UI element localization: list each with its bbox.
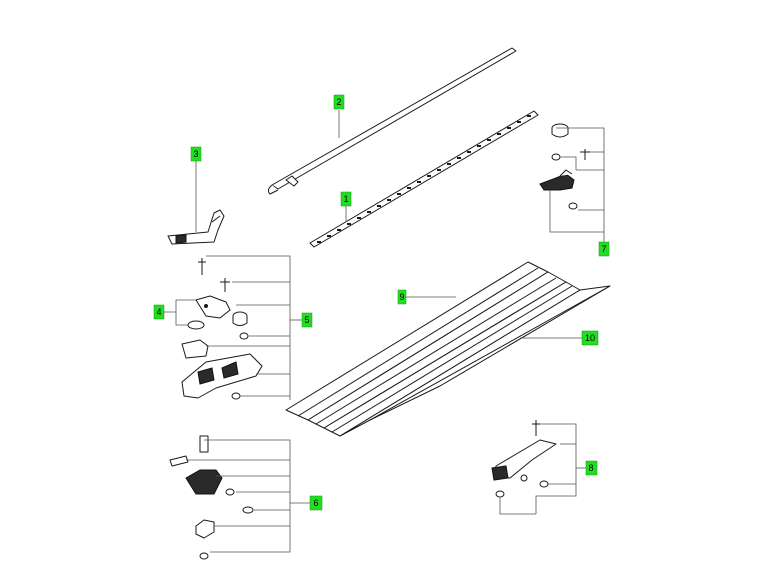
part-4-assembly: [187, 295, 231, 330]
callout-7: 7: [598, 241, 610, 257]
strip-hole: [507, 127, 511, 129]
svg-text:5: 5: [304, 315, 309, 325]
strip-hole: [437, 169, 441, 171]
strip-hole: [427, 175, 431, 177]
callout-labels: 2 1 3 7 4 5 9 10: [153, 94, 610, 511]
callout-4: 4: [153, 304, 165, 320]
callout-1: 1: [340, 191, 352, 207]
callout-10: 10: [581, 330, 599, 346]
svg-text:4: 4: [156, 307, 161, 317]
callout-8: 8: [585, 460, 598, 476]
strip-hole: [337, 229, 341, 231]
part-6-assembly: [169, 435, 254, 560]
svg-text:7: 7: [601, 244, 606, 254]
strip-hole: [517, 121, 521, 123]
svg-text:8: 8: [588, 463, 593, 473]
strip-hole: [387, 199, 391, 201]
svg-text:6: 6: [313, 498, 318, 508]
callout-5: 5: [301, 312, 313, 328]
svg-text:10: 10: [585, 333, 595, 343]
strip-hole: [347, 223, 351, 225]
svg-text:1: 1: [343, 194, 348, 204]
callout-9: 9: [397, 289, 407, 305]
strip-hole: [367, 211, 371, 213]
rail-part-10: [339, 285, 611, 437]
perforated-strip-part-1: [309, 110, 539, 248]
strip-hole: [467, 151, 471, 153]
strip-hole: [327, 235, 331, 237]
svg-text:3: 3: [193, 149, 198, 159]
strip-hole: [317, 241, 321, 243]
rod-part-2: [267, 47, 517, 195]
rail-part-9: [285, 261, 581, 437]
strip-hole: [497, 133, 501, 135]
strip-hole: [477, 145, 481, 147]
strip-hole: [487, 139, 491, 141]
strip-hole: [397, 193, 401, 195]
strip-hole: [417, 181, 421, 183]
strip-hole: [407, 187, 411, 189]
strip-hole: [377, 205, 381, 207]
part-8-assembly: [491, 420, 557, 498]
callout-3: 3: [190, 146, 202, 162]
strip-hole: [447, 163, 451, 165]
svg-text:9: 9: [399, 292, 404, 302]
callout-6: 6: [309, 495, 323, 511]
svg-text:2: 2: [336, 97, 341, 107]
strip-hole: [457, 157, 461, 159]
strip-hole: [527, 115, 531, 117]
strip-hole: [357, 217, 361, 219]
callout-2: 2: [333, 94, 345, 110]
leader-lines: [164, 110, 605, 553]
part-7-assembly: [539, 123, 590, 210]
bracket-part-3: [167, 209, 225, 245]
part-5-assembly: [181, 258, 263, 400]
